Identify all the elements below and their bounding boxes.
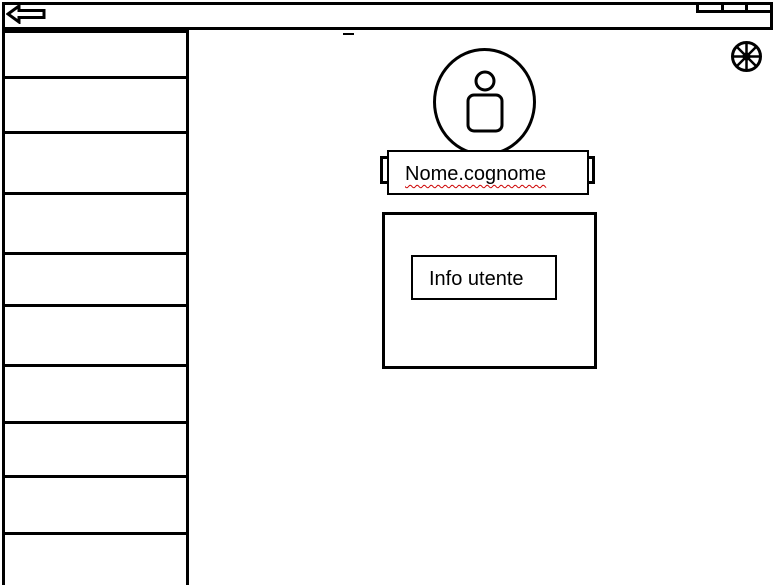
- sidebar-item-1[interactable]: [5, 30, 186, 79]
- sidebar: [2, 30, 189, 585]
- gear-icon[interactable]: [730, 40, 763, 73]
- window-controls: [696, 2, 774, 13]
- sidebar-item-3[interactable]: [5, 134, 186, 195]
- user-icon: [466, 70, 504, 133]
- sidebar-item-7[interactable]: [5, 367, 186, 424]
- name-value: Nome.cognome: [405, 163, 547, 185]
- user-info-label: Info utente: [411, 255, 557, 300]
- sidebar-item-10[interactable]: [5, 535, 186, 585]
- user-info-panel: [382, 212, 597, 369]
- minimize-button[interactable]: [696, 2, 724, 13]
- sidebar-item-9[interactable]: [5, 478, 186, 535]
- name-field[interactable]: Nome.cognome: [387, 150, 589, 195]
- maximize-button[interactable]: [720, 2, 749, 13]
- name-field-bracket-right: [587, 156, 595, 184]
- sidebar-item-4[interactable]: [5, 195, 186, 255]
- sidebar-item-6[interactable]: [5, 307, 186, 367]
- sidebar-item-5[interactable]: [5, 255, 186, 307]
- sidebar-item-8[interactable]: [5, 424, 186, 478]
- title-bar: [2, 2, 773, 30]
- back-arrow-icon[interactable]: [6, 4, 46, 24]
- sidebar-item-2[interactable]: [5, 76, 186, 134]
- divider: [343, 33, 354, 35]
- close-button[interactable]: [745, 2, 774, 13]
- name-field-bracket-left: [380, 156, 388, 184]
